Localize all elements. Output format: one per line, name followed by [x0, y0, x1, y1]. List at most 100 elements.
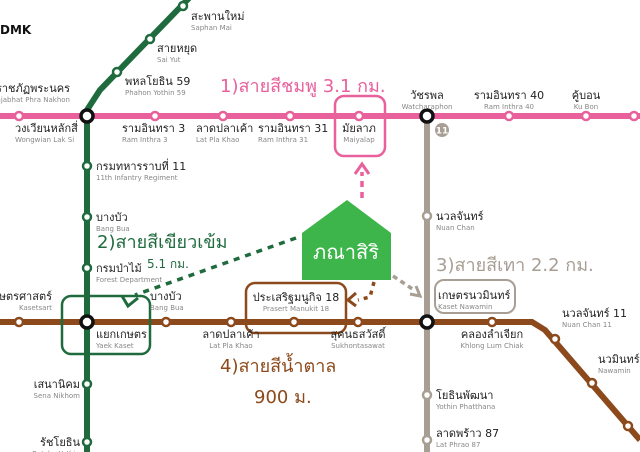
logo-text: ภณาสิริ	[313, 240, 379, 264]
station-label-senanikhom-en: Sena Nikhom	[34, 392, 81, 400]
station-label-sukhon-en: Sukhontasawat	[331, 342, 385, 350]
station-label-bangbua_b-th: บางบัว	[150, 290, 182, 303]
green-dash	[134, 236, 297, 297]
station-label-latplakhao_p-th: ลาดปลาเค้า	[196, 122, 253, 135]
station-label-watcharaphon-th: วัชรพล	[410, 89, 444, 102]
station-label-khlonglum-th: คลองลำเจียก	[461, 328, 523, 341]
station-label-prasert-th: ประเสริฐมนูกิจ 18	[253, 291, 340, 304]
line-11-badge	[435, 123, 449, 137]
station-ramintra40[interactable]	[503, 110, 515, 122]
station-label-phahon59-th: พหลโยธิน 59	[125, 74, 190, 88]
prasert-highlight	[244, 281, 348, 335]
yaekkaset-highlight	[60, 294, 152, 356]
interchange-wongwian[interactable]	[79, 108, 95, 124]
station-yothin[interactable]	[421, 389, 433, 401]
station-kasetsart[interactable]	[13, 316, 25, 328]
station-latplakhao-p[interactable]	[217, 110, 229, 122]
station-khlonglum[interactable]	[486, 316, 498, 328]
station-pink-end[interactable]	[628, 110, 640, 122]
station-label-bangbua_g-th: บางบัว	[96, 211, 128, 224]
maiyalap-highlight	[333, 94, 387, 158]
station-label-infantry-th: กรมทหารราบที่ 11	[96, 158, 186, 173]
station-nuanchan[interactable]	[421, 210, 433, 222]
station-label-kasetsart-en: Kasetsart	[19, 304, 52, 312]
station-label-latphrao87-th: ลาดพร้าว 87	[436, 427, 499, 440]
station-label-latplakhao_b-en: Lat Pla Khao	[209, 342, 252, 350]
station-label-rajabhat-th: ราชภัฏพระนคร	[0, 82, 70, 95]
station-label-phahon59-en: Phahon Yothin 59	[125, 89, 186, 97]
grey-arrow-icon	[409, 285, 423, 299]
station-label-latplakhao_p-en: Lat Pla Khao	[196, 136, 239, 144]
station-label-nawamin-th: นวมินทร์	[598, 353, 640, 366]
station-label-ramintra40-th: รามอินทรา 40	[474, 89, 544, 102]
station-phahon59[interactable]	[111, 66, 123, 78]
route-label-brown: 4)สายสีน้ำตาล	[220, 353, 336, 377]
station-label-senanikhom-th: เสนานิคม	[34, 378, 80, 391]
station-infantry[interactable]	[81, 160, 93, 172]
station-label-yothin-th: โยธินพัฒนา	[436, 388, 493, 402]
grey-dash	[392, 274, 415, 292]
station-rajabhat[interactable]	[13, 110, 25, 122]
station-khubon[interactable]	[580, 110, 592, 122]
station-label-yaekkaset-th: แยกเกษตร	[96, 328, 147, 341]
station-label-yaekkaset-en: Yaek Kaset	[95, 342, 134, 350]
station-ramintra31[interactable]	[284, 110, 296, 122]
station-latphrao87[interactable]	[421, 434, 433, 446]
station-label-ramintra3-th: รามอินทรา 3	[122, 122, 185, 135]
station-label-wongwian-en: Wongwian Lak Si	[15, 136, 74, 144]
station-prasert[interactable]	[288, 316, 300, 328]
station-label-sai_yut-en: Sai Yut	[157, 56, 181, 64]
station-label-maiyalap-th: มัยลาภ	[342, 122, 376, 135]
station-brown-end[interactable]	[622, 420, 634, 432]
route-label-green: 2)สายสีเขียวเข้ม	[97, 232, 228, 253]
station-ramintra3[interactable]	[149, 110, 161, 122]
interchange-kasetnawamin[interactable]	[419, 314, 435, 330]
station-label-latplakhao_b-th: ลาดปลาเค้า	[202, 328, 259, 341]
station-bangbua-b[interactable]	[160, 316, 172, 328]
station-label-kasetnawamin-en: Kaset Nawamin	[438, 303, 492, 311]
station-label-kasetnawamin-th: เกษตรนวมินทร์	[438, 289, 510, 302]
station-label-nuanchan11-th: นวลจันทร์ 11	[562, 307, 627, 320]
station-label-prasert-en: Prasert Manukit 18	[263, 305, 329, 313]
station-label-khubon-th: คู้บอน	[572, 89, 601, 102]
kasetnawamin-highlight	[434, 279, 516, 314]
station-sukhon[interactable]	[352, 316, 364, 328]
station-label-infantry-en: 11th Infantry Regiment	[96, 174, 178, 182]
brown-arrow-icon	[345, 291, 357, 308]
station-label-ramintra3-en: Ram Inthra 3	[122, 136, 168, 144]
interchange-watcharaphon[interactable]	[419, 108, 435, 124]
dmk-label: DMK	[0, 23, 32, 37]
station-maiyalap[interactable]	[353, 110, 365, 122]
station-label-bangbua_g-en: Bang Bua	[96, 225, 130, 233]
station-label-kasetsart-th: มหาวิทยาลัยเกษตรศาสตร์	[0, 290, 52, 303]
station-label-rajabhat-en: Rajabhat Phra Nakhon	[0, 96, 70, 104]
station-nawamin[interactable]	[586, 377, 598, 389]
route-label-pink: 1)สายสีชมพู 3.1 กม.	[220, 76, 386, 97]
station-forest[interactable]	[81, 262, 93, 274]
route-label-grey: 3)สายสีเทา 2.2 กม.	[436, 255, 594, 276]
station-nuanchan11[interactable]	[549, 333, 561, 345]
station-ratchayothin[interactable]	[81, 436, 93, 448]
station-label-ramintra31-th: รามอินทรา 31	[258, 122, 328, 135]
station-label-bangbua_b-en: Bang Bua	[150, 304, 184, 312]
station-label-ratchayothin-en: Ratcha Yothin	[32, 450, 80, 452]
station-senanikhom[interactable]	[81, 378, 93, 390]
station-sai-yut[interactable]	[144, 33, 156, 45]
station-latplakhao-b[interactable]	[225, 316, 237, 328]
station-saphan-mai[interactable]	[177, 0, 189, 12]
station-label-wongwian-th: วงเวียนหลักสี่	[15, 120, 78, 135]
interchange-yaekkaset[interactable]	[79, 314, 95, 330]
station-label-saphan_mai-th: สะพานใหม่	[191, 10, 244, 23]
station-label-nuanchan-en: Nuan Chan	[436, 224, 475, 232]
station-label-khubon-en: Ku Bon	[574, 103, 598, 111]
green-arrow-icon	[120, 295, 139, 309]
route-distance-brown: 900 ม.	[254, 387, 312, 408]
station-label-latphrao87-en: Lat Phrao 87	[436, 441, 480, 449]
station-label-ramintra40-en: Ram Inthra 40	[484, 103, 534, 111]
station-label-nawamin-en: Nawamin	[598, 367, 631, 375]
station-label-forest-th: กรมป่าไม้	[96, 262, 142, 275]
station-label-ramintra31-en: Ram Inthra 31	[258, 136, 308, 144]
station-label-yothin-en: Yothin Phatthana	[435, 403, 495, 411]
station-bangbua-g[interactable]	[81, 211, 93, 223]
station-label-watcharaphon-en: Watcharaphon	[402, 103, 453, 111]
